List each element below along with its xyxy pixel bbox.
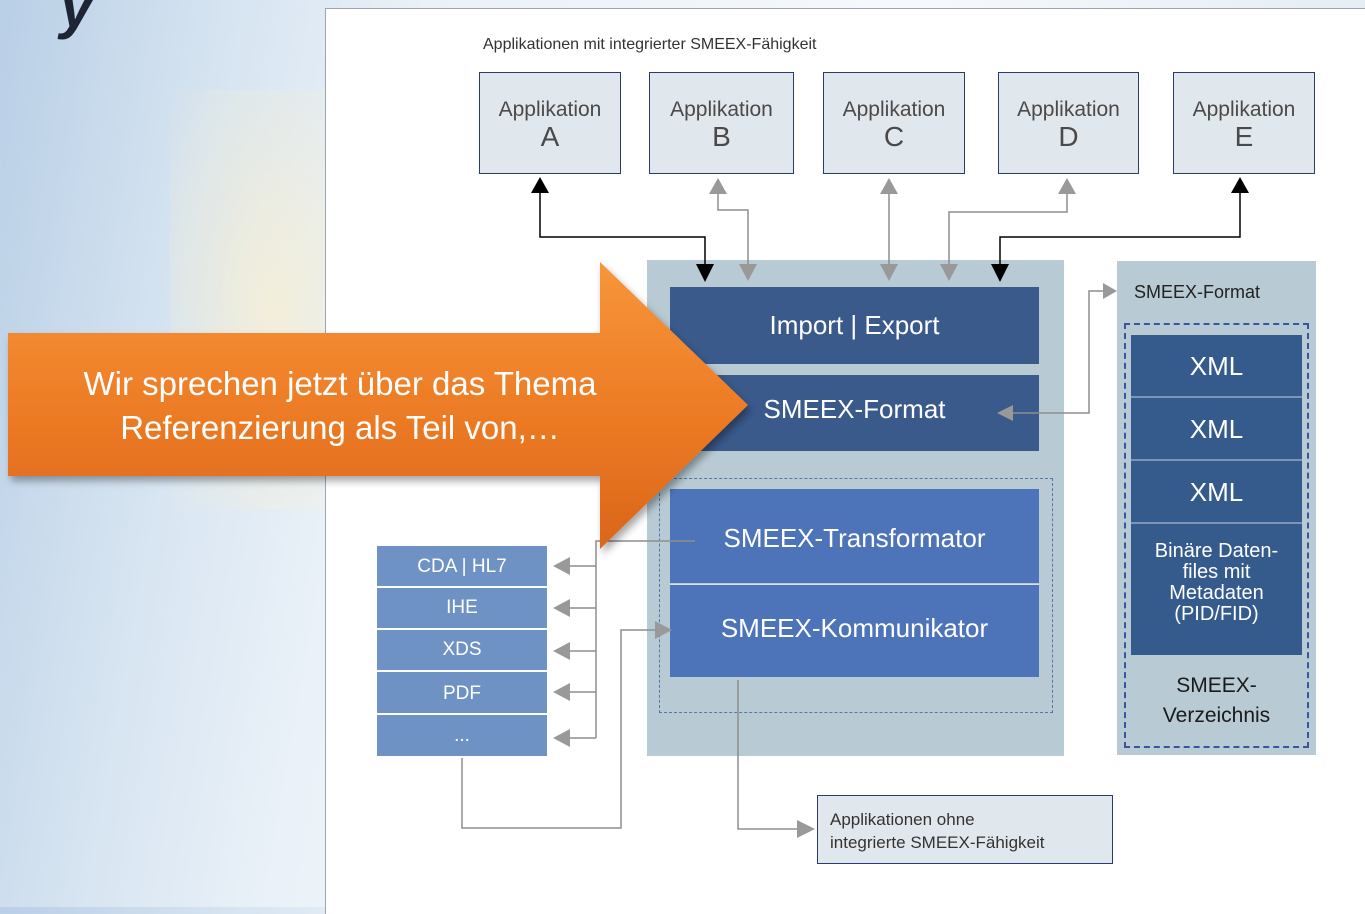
format-ihe: IHE <box>377 588 547 630</box>
format-more: ... <box>377 715 547 756</box>
app-c-label: Applikation <box>842 98 946 121</box>
connector-app-d <box>948 194 1068 265</box>
connector-app-e <box>999 193 1241 266</box>
app-d-letter: D <box>1058 121 1079 152</box>
app-c-letter: C <box>883 121 905 152</box>
app-b-letter: B <box>712 121 731 152</box>
format-pdf: PDF <box>377 672 547 715</box>
transform-group-frame <box>659 478 1053 713</box>
binary-line-3: Metadaten <box>1169 582 1264 604</box>
callout-line-1: Wir sprechen jetzt über das Thema <box>83 365 597 402</box>
import-export-block: Import | Export <box>670 287 1039 364</box>
app-box-d: Applikation D <box>998 72 1139 174</box>
binary-line-1: Binäre Daten- <box>1154 540 1279 562</box>
app-box-c: Applikation C <box>823 72 965 174</box>
app-a-letter: A <box>540 121 560 152</box>
app-d-label: Applikation <box>1017 98 1120 121</box>
xml-block-3: XML <box>1131 461 1302 524</box>
connector-app-b <box>717 194 749 265</box>
directory-line-2: Verzeichnis <box>1162 704 1271 727</box>
no-smeex-apps-box: Applikationen ohne integrierte SMEEX-Fäh… <box>817 795 1113 864</box>
no-smeex-line-1: Applikationen ohne <box>830 810 975 829</box>
directory-label: SMEEX- Verzeichnis <box>1131 671 1302 731</box>
callout-text: Wir sprechen jetzt über das Thema Refere… <box>20 362 660 450</box>
format-cda-hl7: CDA | HL7 <box>377 546 547 588</box>
binary-line-4: (PID/FID) <box>1174 603 1259 625</box>
kommunikator-block: SMEEX-Kommunikator <box>670 584 1039 677</box>
binary-line-2: files mit <box>1182 561 1251 583</box>
app-b-label: Applikation <box>670 98 773 121</box>
app-a-label: Applikation <box>498 98 602 121</box>
directory-line-1: SMEEX- <box>1176 674 1257 697</box>
app-e-letter: E <box>1234 121 1254 152</box>
transformator-block: SMEEX-Transformator <box>670 489 1039 583</box>
xml-block-1: XML <box>1131 335 1302 398</box>
store-frame <box>1124 323 1309 748</box>
app-box-b: Applikation B <box>649 72 794 174</box>
no-smeex-line-2: integrierte SMEEX-Fähigkeit <box>830 833 1045 852</box>
app-box-e: Applikation E <box>1173 72 1315 174</box>
connector-kommunikator-out <box>737 680 797 830</box>
binary-data-block: Binäre Daten- files mit Metadaten (PID/F… <box>1131 524 1302 655</box>
connector-transform-formats <box>595 540 695 738</box>
connector-formats-kommunikator <box>461 629 656 829</box>
connector-app-a <box>539 193 706 268</box>
top-caption: Applikationen mit integrierter SMEEX-Fäh… <box>483 36 817 53</box>
app-e-label: Applikation <box>1192 98 1296 121</box>
xml-block-2: XML <box>1131 398 1302 461</box>
format-xds: XDS <box>377 630 547 672</box>
app-box-a: Applikation A <box>479 72 621 174</box>
store-title: SMEEX-Format <box>1134 282 1261 302</box>
connector-format-store <box>1012 290 1103 414</box>
callout-line-2: Referenzierung als Teil von,… <box>120 409 560 446</box>
slide-title-fragment: y <box>60 0 94 40</box>
